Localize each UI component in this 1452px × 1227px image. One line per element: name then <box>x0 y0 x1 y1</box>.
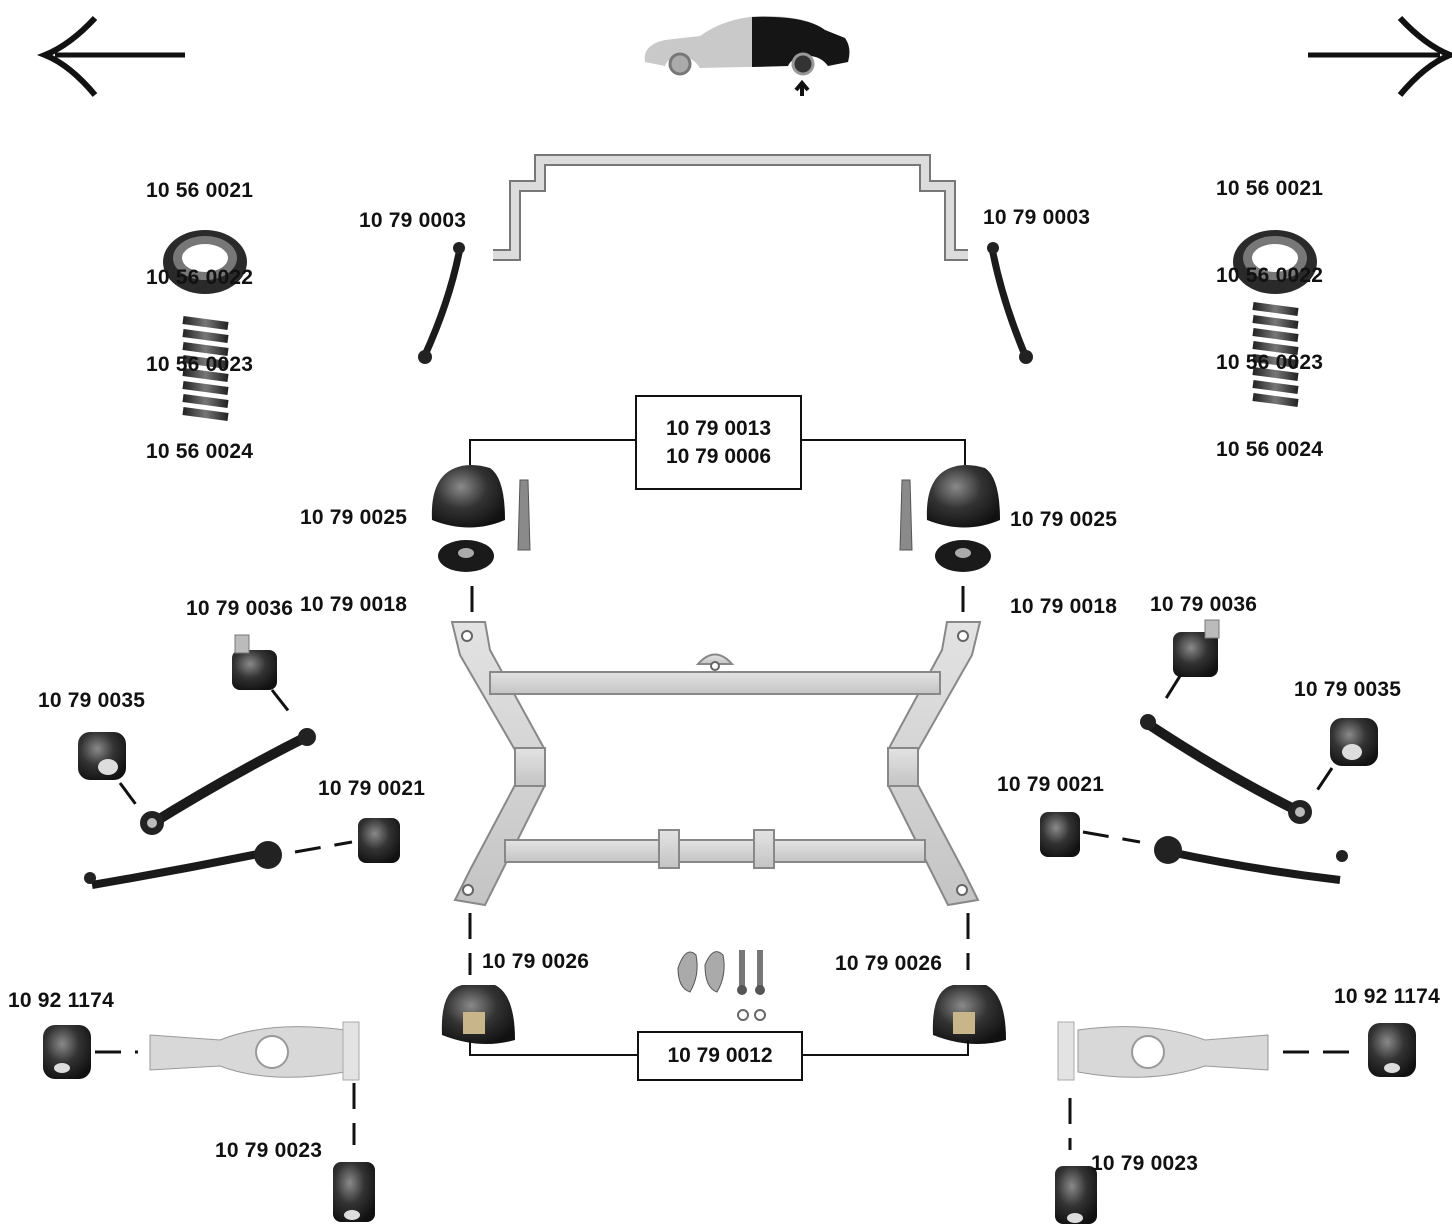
subframe-kit-box[interactable]: 10 79 0013 10 79 0006 <box>635 395 802 490</box>
part-number: 10 56 0024 <box>146 437 253 466</box>
part-number: 10 79 0025 <box>300 503 407 532</box>
subframe-mount-left <box>432 465 530 572</box>
part-number: 10 56 0022 <box>1216 261 1323 290</box>
label-rear-mount-left: 10 79 0026 <box>482 947 589 976</box>
wishbone-rear-bush-left <box>333 1162 375 1222</box>
upper-bush-left <box>232 635 277 690</box>
wishbone-right <box>1058 1022 1268 1080</box>
label-stabilizer-link-right: 10 79 0003 <box>983 203 1090 232</box>
label-wishbone-rear-bush-left: 10 79 0023 <box>215 1136 322 1165</box>
upper-control-arm-right <box>1140 714 1312 824</box>
upper-control-arm-left <box>140 728 316 835</box>
label-subframe-mount-right: 10 79 0025 10 79 0018 <box>1010 447 1117 650</box>
arrow-left-icon[interactable] <box>45 18 185 95</box>
label-stabilizer-link-left: 10 79 0003 <box>359 206 466 235</box>
wishbone-left <box>150 1022 359 1080</box>
label-rear-mount-right: 10 79 0026 <box>835 949 942 978</box>
wishbone-bush-left <box>43 1025 91 1079</box>
part-number: 10 79 0012 <box>667 1042 772 1070</box>
stabilizer-link-right <box>987 242 1033 364</box>
rear-mount-kit-box[interactable]: 10 79 0012 <box>637 1031 803 1081</box>
lower-control-arm-left <box>84 841 282 885</box>
lower-control-arm-right <box>1154 836 1348 880</box>
label-track-rod-bush-right: 10 79 0021 <box>997 770 1104 799</box>
stabilizer-bar <box>493 160 968 255</box>
part-number: 10 56 0023 <box>146 350 253 379</box>
label-upper-bush-left: 10 79 0036 <box>186 594 293 623</box>
stabilizer-link-left <box>418 242 465 364</box>
part-number: 10 79 0006 <box>666 443 771 471</box>
part-number: 10 56 0023 <box>1216 348 1323 377</box>
label-arm-bush-left: 10 79 0035 <box>38 686 145 715</box>
track-rod-bush-right <box>1040 812 1080 857</box>
label-upper-bush-right: 10 79 0036 <box>1150 590 1257 619</box>
part-number: 10 56 0021 <box>146 176 253 205</box>
part-number: 10 56 0024 <box>1216 435 1323 464</box>
car-rear-axle-icon <box>645 16 850 96</box>
mounting-hardware <box>678 950 765 1020</box>
label-wishbone-rear-bush-right: 10 79 0023 <box>1091 1149 1198 1178</box>
label-wishbone-bush-left: 10 92 1174 <box>8 986 114 1015</box>
part-number: 10 79 0013 <box>666 415 771 443</box>
arm-bush-right <box>1330 718 1378 766</box>
label-spring-mount-left: 10 56 0021 10 56 0022 10 56 0023 10 56 0… <box>146 118 253 495</box>
rear-mount-right <box>933 985 1006 1044</box>
wishbone-bush-right <box>1368 1023 1416 1077</box>
label-wishbone-bush-right: 10 92 1174 <box>1334 982 1440 1011</box>
part-number: 10 79 0018 <box>300 590 407 619</box>
arrow-right-icon[interactable] <box>1308 18 1450 95</box>
part-number: 10 79 0025 <box>1010 505 1117 534</box>
arm-bush-left <box>78 732 126 780</box>
label-track-rod-bush-left: 10 79 0021 <box>318 774 425 803</box>
rear-mount-left <box>442 985 515 1044</box>
part-number: 10 56 0021 <box>1216 174 1323 203</box>
part-number: 10 79 0018 <box>1010 592 1117 621</box>
label-subframe-mount-left: 10 79 0025 10 79 0018 <box>300 445 407 648</box>
label-arm-bush-right: 10 79 0035 <box>1294 675 1401 704</box>
upper-bush-right <box>1173 620 1219 677</box>
part-number: 10 56 0022 <box>146 263 253 292</box>
track-rod-bush-left <box>358 818 400 863</box>
label-spring-mount-right: 10 56 0021 10 56 0022 10 56 0023 10 56 0… <box>1216 116 1323 493</box>
subframe-mount-right <box>900 465 1000 572</box>
